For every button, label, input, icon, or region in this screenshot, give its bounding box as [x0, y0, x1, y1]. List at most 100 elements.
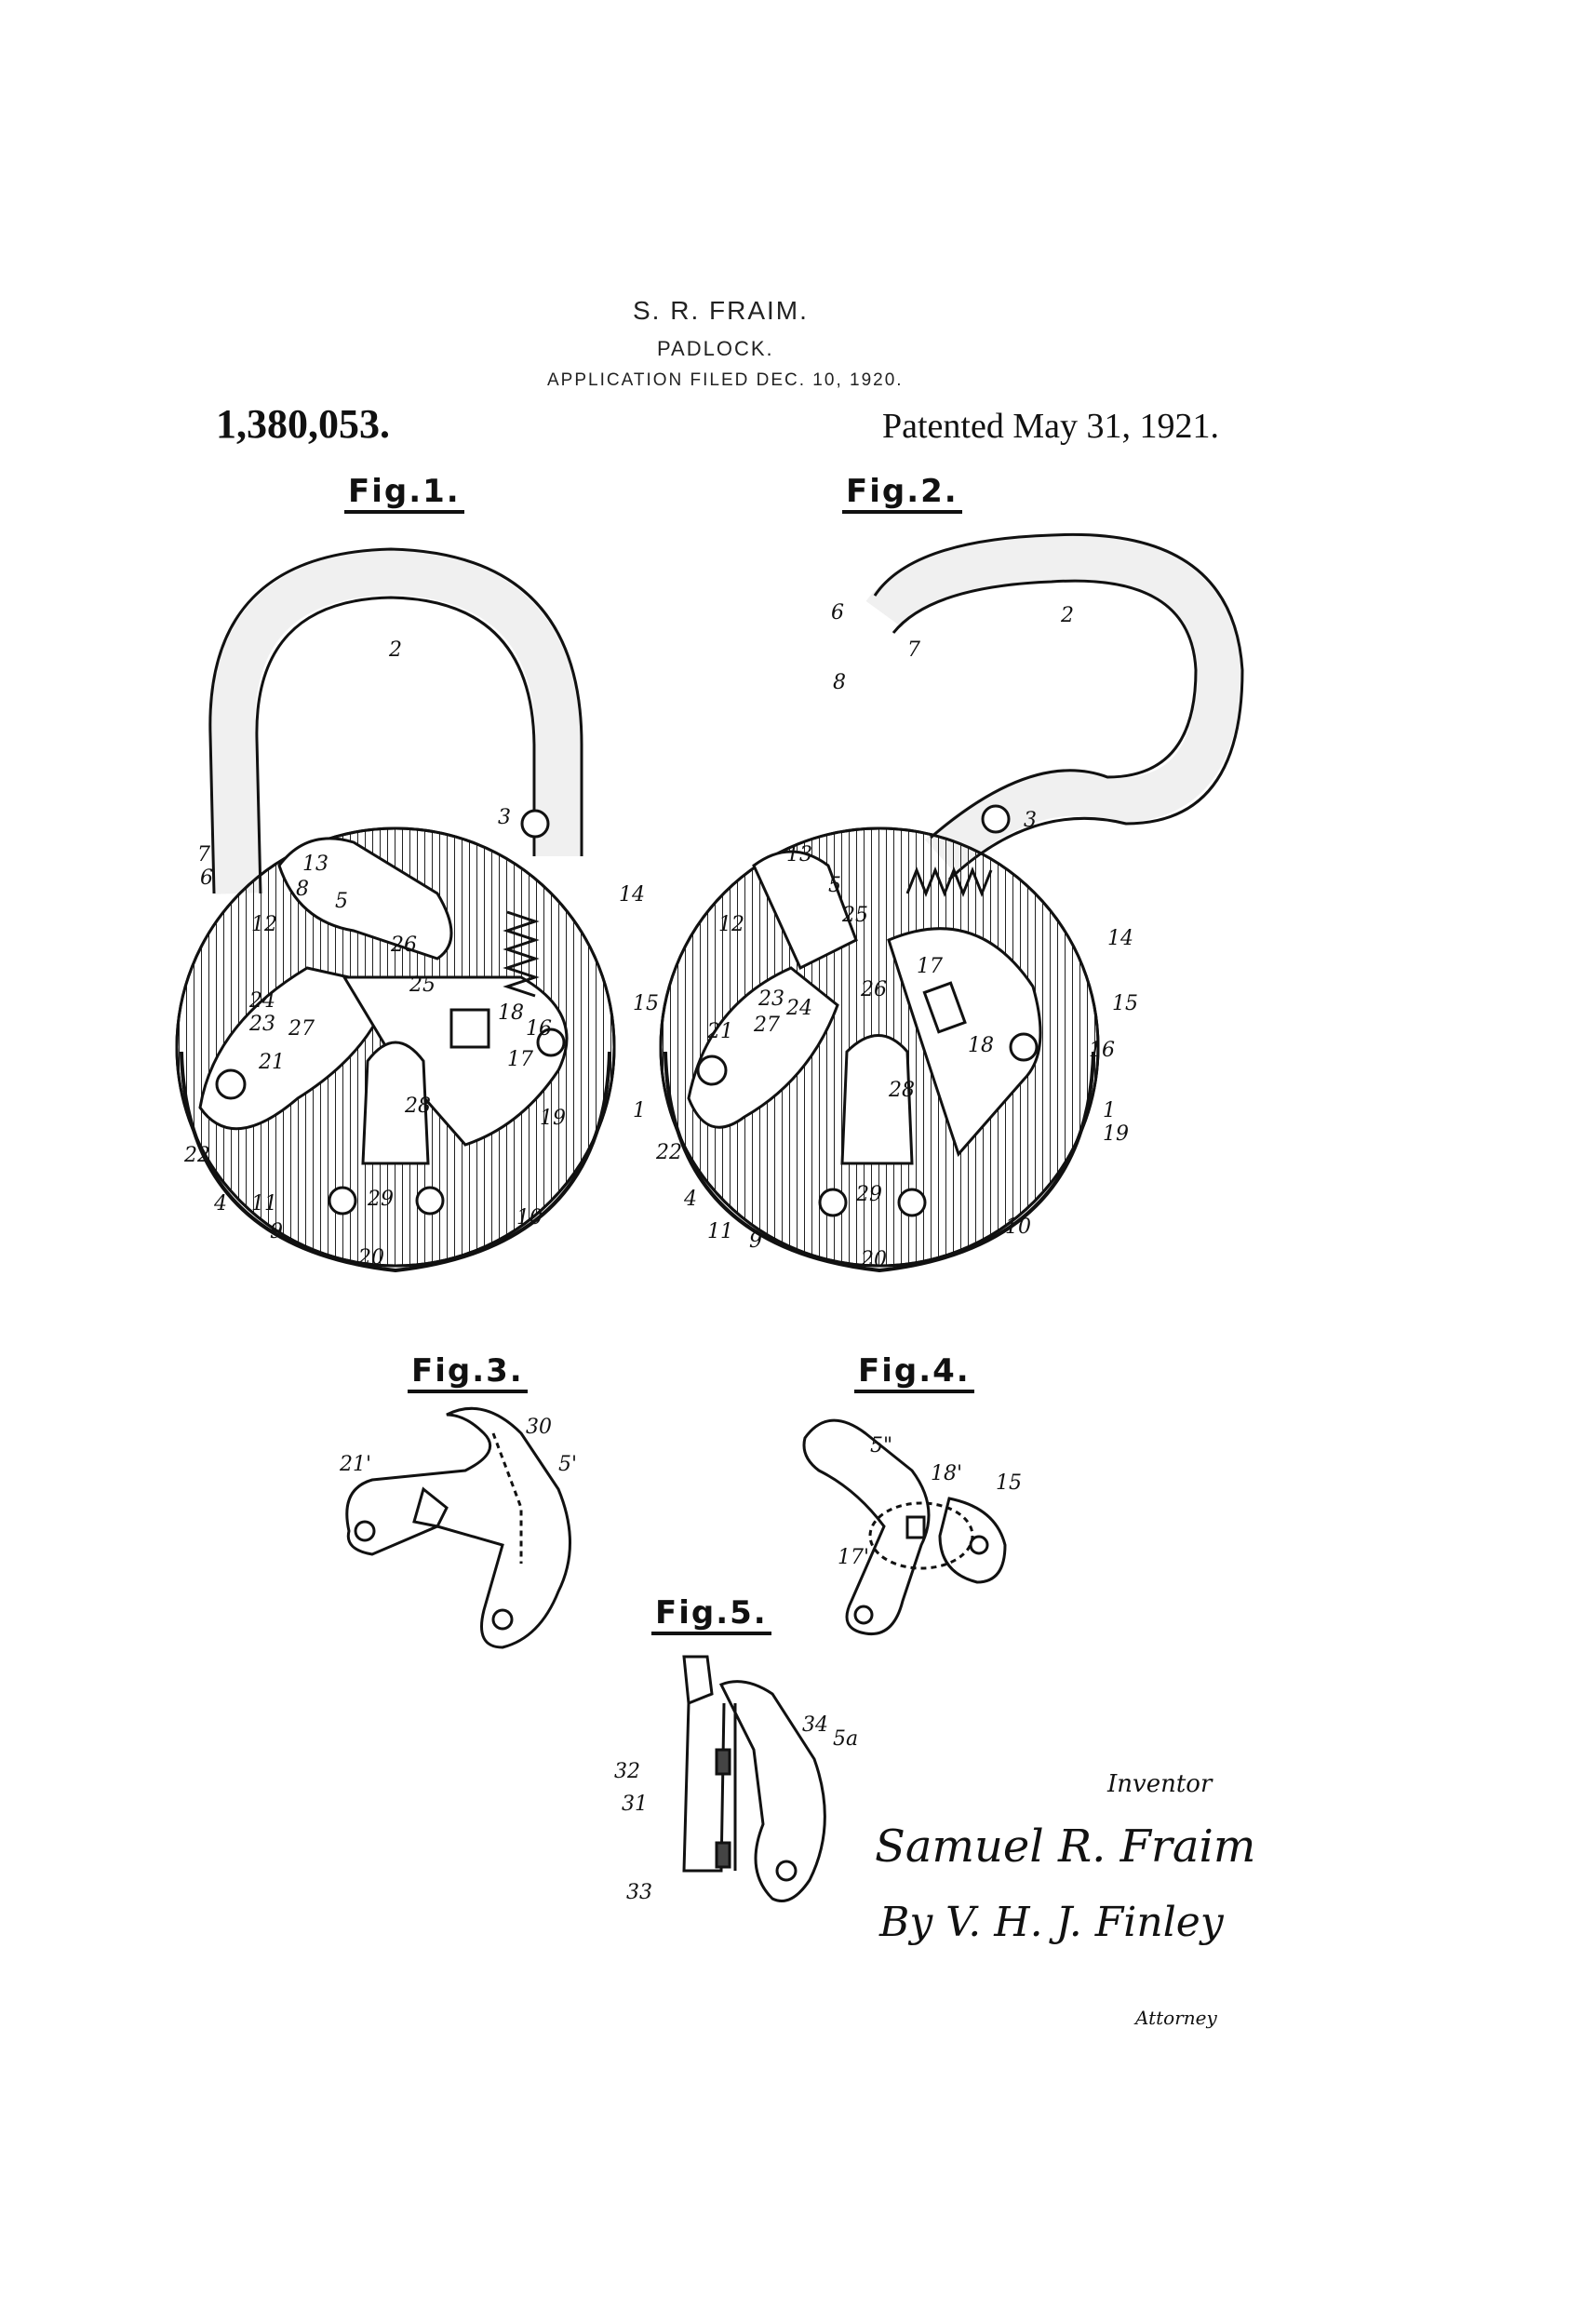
ref-fig2-12: 12 — [718, 913, 744, 936]
ref-fig1-16: 16 — [526, 1017, 552, 1041]
ref-fig1-21: 21 — [258, 1051, 285, 1074]
ref-fig1-1: 1 — [633, 1099, 646, 1122]
inventor-signature: Samuel R. Fraim — [875, 1820, 1255, 1873]
ref-fig1-12: 12 — [251, 913, 277, 936]
ref-fig2-2: 2 — [1060, 604, 1074, 627]
fig-2-label: Fig.2. — [842, 473, 962, 514]
inventor-name: S. R. FRAIM. — [633, 296, 809, 325]
fig-4-lever-drawing — [802, 1418, 1007, 1636]
ref-fig2-4: 4 — [683, 1188, 697, 1211]
ref-fig2-23: 23 — [757, 987, 784, 1011]
ref-fig2-25: 25 — [841, 904, 868, 927]
ref-fig2-15: 15 — [1112, 992, 1138, 1015]
fig-4-label: Fig.4. — [854, 1352, 974, 1393]
fig-1-lever-21 — [198, 966, 393, 1131]
ref-fig1-4: 4 — [213, 1192, 227, 1216]
ref-fig2-24: 24 — [785, 997, 812, 1020]
fig-1-label: Fig.1. — [344, 473, 464, 514]
reference-numerals: 2 3 7 6 13 8 5 12 26 14 24 23 27 25 18 1… — [183, 601, 1138, 1904]
fig-1-lever-5 — [277, 837, 453, 960]
ref-fig1-8: 8 — [296, 878, 309, 901]
ref-fig2-26: 26 — [860, 978, 887, 1001]
fig-1-lever-15 — [342, 975, 569, 1147]
ref-fig2-7: 7 — [907, 638, 920, 662]
ref-fig2-14: 14 — [1107, 927, 1133, 950]
ref-fig2-3: 3 — [1024, 809, 1037, 832]
ref-fig2-9: 9 — [749, 1229, 762, 1253]
ref-fig5-5a: 5a — [833, 1727, 858, 1751]
ref-fig1-18: 18 — [498, 1001, 524, 1025]
inventor-label: Inventor — [1106, 1770, 1213, 1798]
patented-date: Patented May 31, 1921. — [882, 407, 1220, 446]
ref-fig2-27: 27 — [753, 1014, 780, 1037]
fig-3-label: Fig.3. — [408, 1352, 528, 1393]
ref-fig1-5: 5 — [335, 890, 348, 913]
ref-fig1-9: 9 — [270, 1220, 283, 1243]
ref-fig1-11: 11 — [251, 1192, 277, 1216]
ref-fig2-19: 19 — [1103, 1122, 1129, 1146]
fig-1-keyhole — [361, 1041, 430, 1165]
fig-1-padlock-drawing — [175, 547, 616, 1273]
ref-fig1-2: 2 — [388, 638, 402, 662]
ref-fig1-7: 7 — [197, 843, 210, 866]
ref-fig1-17: 17 — [507, 1048, 533, 1071]
fig-2-padlock-drawing — [659, 532, 1244, 1273]
ref-fig2-28: 28 — [888, 1079, 915, 1102]
invention-title: PADLOCK. — [657, 337, 774, 360]
ref-fig2-8: 8 — [833, 671, 846, 694]
ref-fig1-26: 26 — [390, 934, 417, 957]
ref-fig1-29: 29 — [367, 1188, 394, 1211]
fig-1-spring-14 — [503, 910, 540, 998]
ref-fig1-6: 6 — [200, 866, 213, 890]
ref-fig2-16: 16 — [1089, 1039, 1115, 1062]
ref-fig2-29: 29 — [855, 1183, 882, 1206]
ref-fig1-22: 22 — [183, 1144, 210, 1167]
ref-fig5-32: 32 — [614, 1760, 640, 1783]
ref-fig1-23: 23 — [248, 1013, 275, 1036]
ref-fig2-13: 13 — [786, 843, 812, 866]
ref-fig2-11: 11 — [707, 1220, 733, 1243]
ref-fig4-17p: 17' — [838, 1546, 869, 1569]
ref-fig2-1: 1 — [1103, 1099, 1116, 1122]
ref-fig1-20: 20 — [357, 1246, 384, 1269]
ref-fig5-33: 33 — [626, 1881, 652, 1904]
attorney-signature: By V. H. J. Finley — [878, 1899, 1225, 1946]
ref-fig3-30: 30 — [526, 1416, 552, 1439]
ref-fig1-25: 25 — [409, 974, 436, 997]
ref-fig5-31: 31 — [622, 1793, 648, 1816]
ref-fig1-24: 24 — [248, 989, 275, 1013]
ref-fig2-18: 18 — [968, 1034, 994, 1057]
ref-fig1-28: 28 — [404, 1095, 431, 1118]
ref-fig3-5p: 5' — [558, 1453, 577, 1476]
ref-fig2-22: 22 — [655, 1141, 682, 1164]
fig-5-section-drawing — [682, 1655, 826, 1902]
ref-fig2-20: 20 — [860, 1248, 887, 1271]
ref-fig1-19: 19 — [540, 1107, 566, 1130]
ref-fig1-27: 27 — [288, 1017, 315, 1041]
ref-fig3-21p: 21' — [339, 1453, 371, 1476]
ref-fig2-10: 10 — [1005, 1216, 1031, 1239]
patent-number: 1,380,053. — [216, 401, 390, 447]
ref-fig2-21: 21 — [706, 1020, 733, 1043]
fig-3-lever-drawing — [345, 1406, 571, 1649]
ref-fig1-3: 3 — [498, 806, 511, 829]
attorney-label: Attorney — [1133, 2007, 1217, 2029]
signature-block: Inventor Samuel R. Fraim By V. H. J. Fin… — [875, 1770, 1255, 2029]
fig-1-shackle — [209, 549, 581, 894]
ref-fig1-14: 14 — [619, 883, 645, 907]
ref-fig4-5pp: 5" — [870, 1434, 892, 1458]
ref-fig1-15: 15 — [633, 992, 659, 1015]
fig-5-label: Fig.5. — [651, 1594, 771, 1635]
ref-fig2-6: 6 — [831, 601, 844, 625]
ref-fig4-18p: 18' — [931, 1462, 962, 1485]
fig-2-shackle-open — [865, 535, 1242, 873]
ref-fig5-34: 34 — [802, 1713, 828, 1737]
ref-fig2-17: 17 — [917, 955, 943, 978]
application-filed-line: APPLICATION FILED DEC. 10, 1920. — [547, 370, 904, 390]
ref-fig1-13: 13 — [302, 853, 328, 876]
ref-fig1-10: 10 — [516, 1206, 543, 1229]
ref-fig2-5: 5 — [828, 874, 841, 897]
ref-fig4-15: 15 — [996, 1471, 1022, 1495]
